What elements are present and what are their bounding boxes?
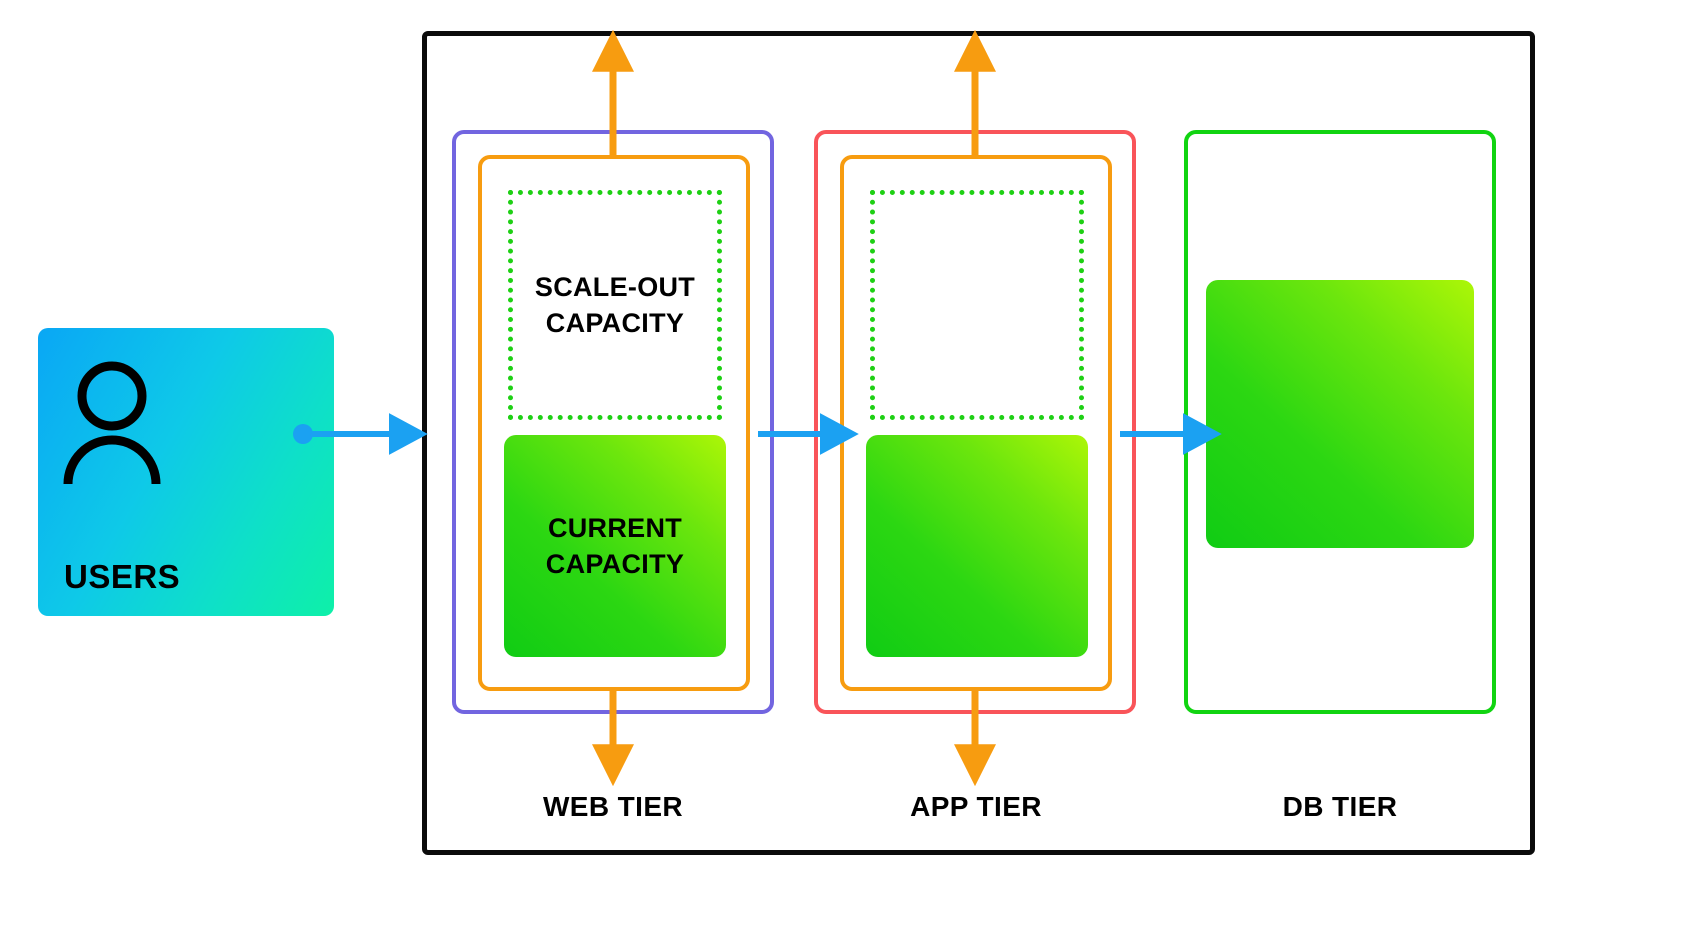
web-scale-out-capacity-box[interactable]: SCALE-OUT CAPACITY <box>508 190 722 420</box>
users-label: USERS <box>64 558 181 595</box>
web-current-capacity-box[interactable]: CURRENT CAPACITY <box>504 435 726 657</box>
app-current-capacity-box[interactable] <box>866 435 1088 657</box>
web-tier-group: SCALE-OUT CAPACITY CURRENT CAPACITY <box>452 130 774 714</box>
web-tier-caption: WEB TIER <box>542 791 684 822</box>
db-current-capacity-box[interactable] <box>1206 280 1474 548</box>
db-tier-group <box>1184 130 1496 714</box>
app-tier-caption: APP TIER <box>910 791 1042 822</box>
app-scale-out-capacity-box[interactable] <box>870 190 1084 420</box>
users-actor-box[interactable]: USERS <box>38 328 334 616</box>
user-person-icon <box>63 361 161 485</box>
web-current-capacity-label: CURRENT CAPACITY <box>545 512 685 579</box>
db-tier-caption: DB TIER <box>1282 791 1398 822</box>
app-tier-group <box>814 130 1136 714</box>
web-tier-mid-box[interactable] <box>478 155 750 691</box>
web-scale-out-label: SCALE-OUT CAPACITY <box>534 271 696 338</box>
